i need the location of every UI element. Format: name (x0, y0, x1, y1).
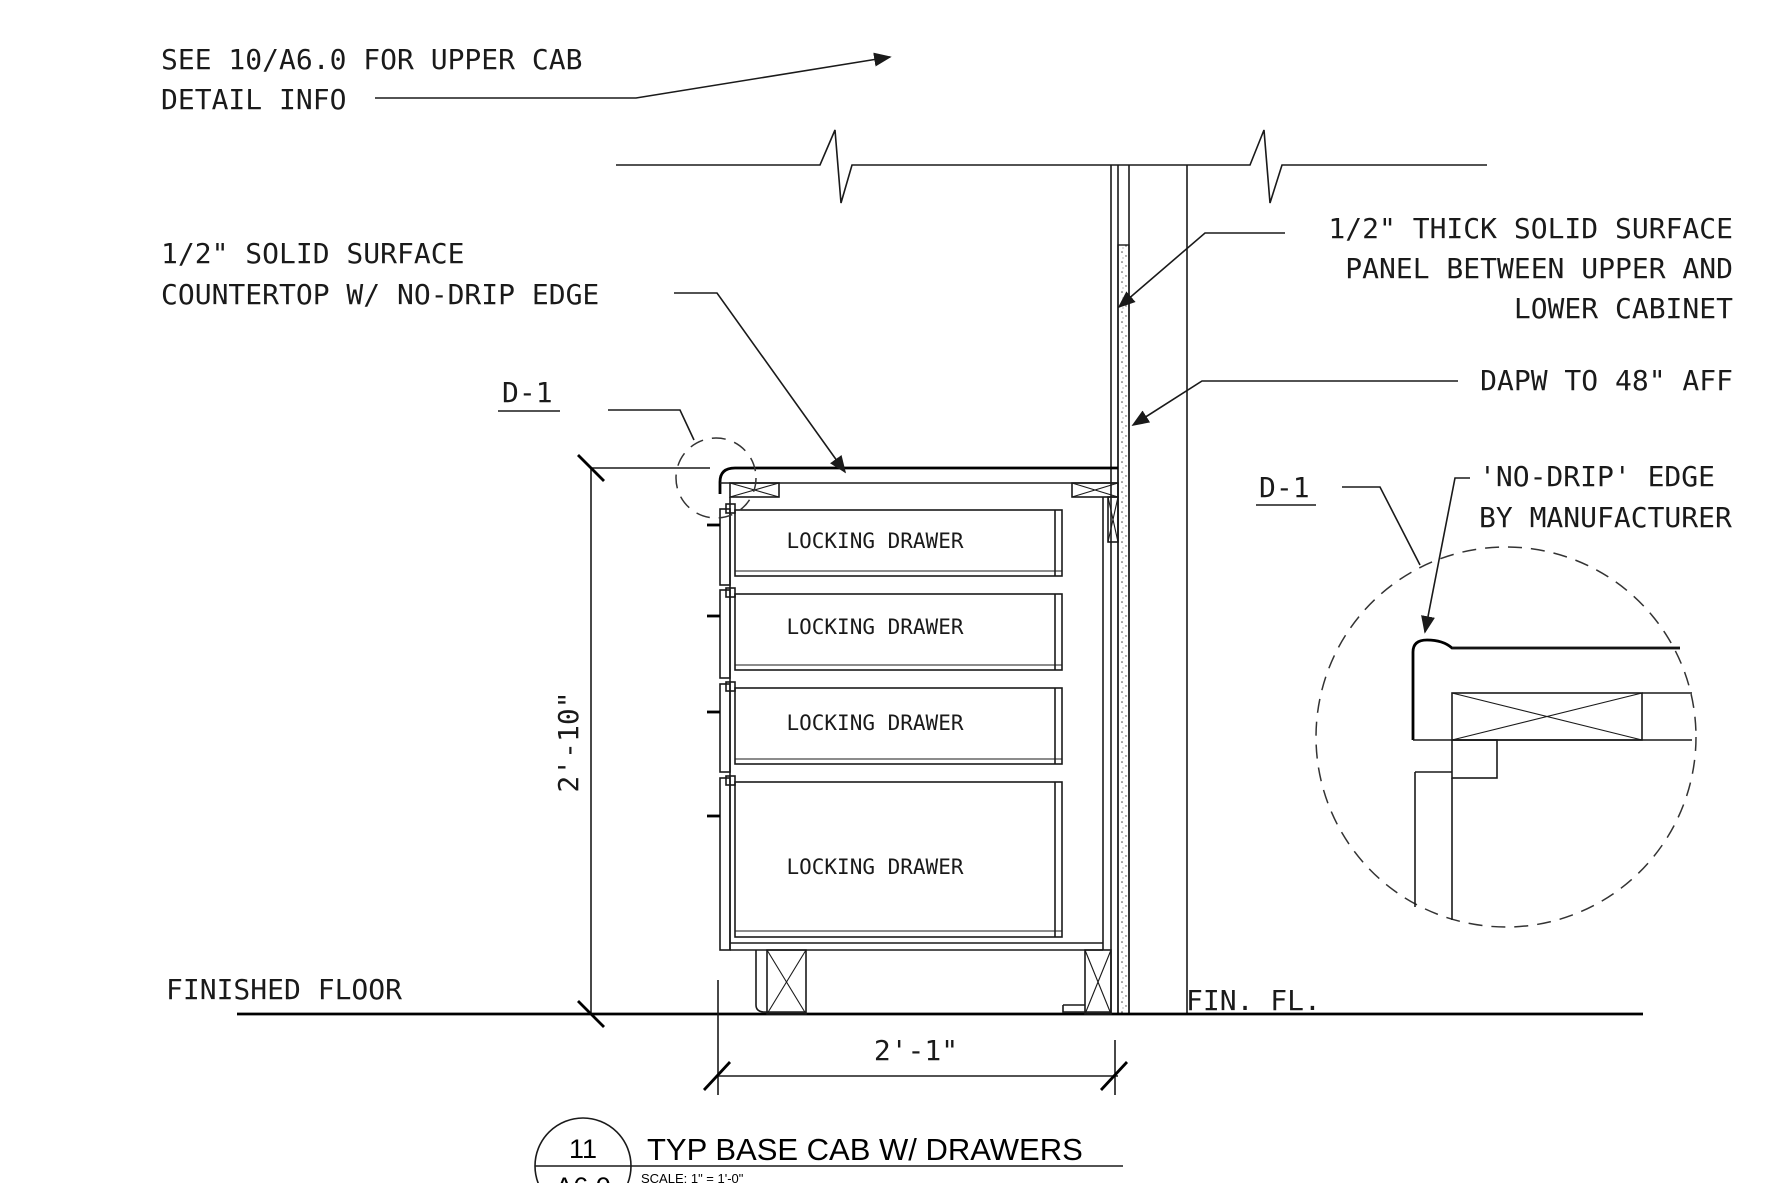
countertop-note-line1: 1/2" SOLID SURFACE (161, 237, 464, 270)
drawer-front (719, 589, 731, 679)
title-block (534, 1117, 1123, 1183)
panel-note-line3: LOWER CABINET (1514, 292, 1733, 325)
upper-cab-note-line2: DETAIL INFO (161, 83, 346, 116)
no-drip-edge-profile (1411, 638, 1680, 740)
base-cabinet (707, 466, 1119, 1015)
no-drip-note-line1: 'NO-DRIP' EDGE (1479, 460, 1715, 493)
upper-cab-note-line1: SEE 10/A6.0 FOR UPPER CAB (161, 43, 582, 76)
enlarged-detail (1315, 546, 1697, 928)
detail-callout-circle (675, 437, 757, 519)
drawer-front (719, 508, 731, 586)
panel-note-line2: PANEL BETWEEN UPPER AND (1345, 252, 1733, 285)
drawer-box (734, 593, 1063, 671)
enlarged-detail-tag: D-1 (1259, 471, 1310, 504)
height-dimension-label: 2'-10" (552, 691, 585, 792)
width-dimension (702, 980, 1129, 1095)
enlarged-detail-leader (1342, 486, 1421, 566)
finished-floor-label: FINISHED FLOOR (166, 973, 402, 1006)
height-dimension (577, 454, 710, 1028)
drawer-label: LOCKING DRAWER (786, 615, 963, 639)
countertop (718, 466, 1118, 494)
drawer-box (734, 509, 1063, 577)
drawer-label: LOCKING DRAWER (786, 855, 963, 879)
detail-number: 11 (569, 1134, 597, 1164)
drawer-label: LOCKING DRAWER (786, 711, 963, 735)
drawer-box (734, 687, 1063, 765)
drawer-box (734, 781, 1063, 938)
fin-fl-label: FIN. FL. (1186, 984, 1321, 1017)
enlarged-detail-circle (1315, 546, 1697, 928)
drawer-front (719, 683, 731, 773)
wall-panel (1110, 165, 1188, 1015)
drawer-label: LOCKING DRAWER (786, 529, 963, 553)
countertop-note-line2: COUNTERTOP W/ NO-DRIP EDGE (161, 278, 599, 311)
panel-note-line1: 1/2" THICK SOLID SURFACE (1328, 212, 1733, 245)
panel-leader (1117, 232, 1285, 309)
upper-break-line (616, 129, 1487, 204)
countertop-leader (674, 292, 847, 474)
no-drip-note-line2: BY MANUFACTURER (1479, 501, 1732, 534)
width-dimension-label: 2'-1" (874, 1034, 958, 1067)
detail-tag: D-1 (502, 376, 553, 409)
drawing-scale: SCALE: 1" = 1'-0" (641, 1171, 744, 1183)
no-drip-leader (1421, 477, 1470, 634)
dapw-leader (1131, 380, 1458, 426)
sheet-number: A6.0 (555, 1172, 611, 1183)
upper-cab-leader (375, 52, 892, 99)
drawer-front (719, 777, 731, 951)
drawing-title: TYP BASE CAB W/ DRAWERS (647, 1132, 1083, 1167)
dapw-note: DAPW TO 48" AFF (1480, 364, 1733, 397)
detail-leader (608, 409, 695, 441)
